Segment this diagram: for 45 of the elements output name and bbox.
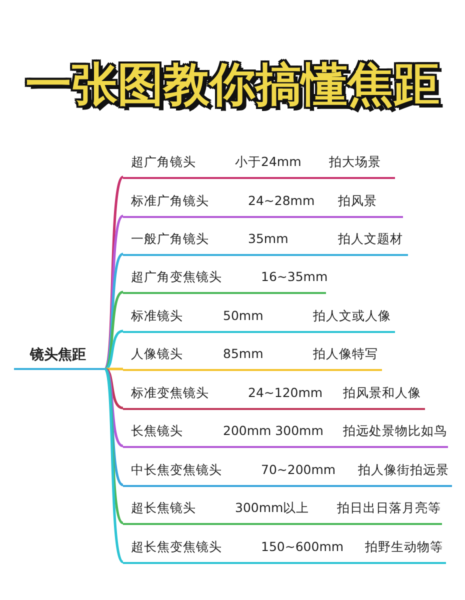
focal-length: 150~600mm bbox=[261, 539, 344, 555]
lens-name: 一般广角镜头 bbox=[131, 231, 209, 247]
use-case: 拍大场景 bbox=[329, 154, 381, 170]
lens-name: 标准镜头 bbox=[131, 308, 183, 324]
use-case: 拍风景和人像 bbox=[343, 385, 421, 401]
focal-length: 35mm bbox=[248, 231, 288, 247]
lens-name: 人像镜头 bbox=[131, 346, 183, 362]
lens-name: 标准广角镜头 bbox=[131, 193, 209, 209]
use-case: 拍人文题材 bbox=[338, 231, 403, 247]
branch-connector bbox=[104, 290, 124, 370]
lens-name: 超广角变焦镜头 bbox=[131, 269, 222, 285]
branch-connector bbox=[104, 176, 124, 370]
use-case: 拍远处景物比如鸟 bbox=[343, 423, 447, 439]
branch-connector bbox=[104, 330, 124, 370]
focal-length: 50mm bbox=[223, 308, 264, 324]
lens-name: 中长焦变焦镜头 bbox=[131, 462, 222, 478]
focal-length: 小于24mm bbox=[235, 154, 302, 170]
title: 一张图教你搞懂焦距 bbox=[24, 56, 440, 113]
focal-length: 24~120mm bbox=[248, 385, 323, 401]
use-case: 拍人文或人像 bbox=[313, 308, 391, 324]
focal-length: 200mm 300mm bbox=[223, 423, 324, 439]
root-label: 镜头焦距 bbox=[30, 347, 86, 363]
lens-name: 长焦镜头 bbox=[131, 423, 183, 439]
focal-length: 16~35mm bbox=[261, 269, 328, 285]
focal-length: 300mm以上 bbox=[235, 500, 310, 516]
lens-name: 超长焦变焦镜头 bbox=[131, 539, 222, 555]
use-case: 拍人像街拍远景 bbox=[358, 462, 449, 478]
lens-name: 标准变焦镜头 bbox=[131, 385, 209, 401]
lens-name: 超广角镜头 bbox=[131, 154, 196, 170]
branch-connector bbox=[104, 215, 124, 370]
branch-connector bbox=[104, 252, 124, 370]
focal-length: 85mm bbox=[223, 346, 264, 362]
branch-connector bbox=[104, 368, 124, 563]
use-case: 拍日出日落月亮等 bbox=[337, 500, 441, 516]
use-case: 拍人像特写 bbox=[313, 346, 378, 362]
branch-connector bbox=[104, 368, 124, 486]
branch-connector bbox=[104, 368, 124, 524]
use-case: 拍风景 bbox=[338, 193, 377, 209]
use-case: 拍野生动物等 bbox=[365, 539, 443, 555]
lens-name: 超长焦镜头 bbox=[131, 500, 196, 516]
focal-length: 70~200mm bbox=[261, 462, 336, 478]
root-underline bbox=[14, 345, 105, 370]
branch-connector bbox=[104, 368, 124, 410]
focal-length: 24~28mm bbox=[248, 193, 315, 209]
branch-connector bbox=[105, 368, 123, 370]
